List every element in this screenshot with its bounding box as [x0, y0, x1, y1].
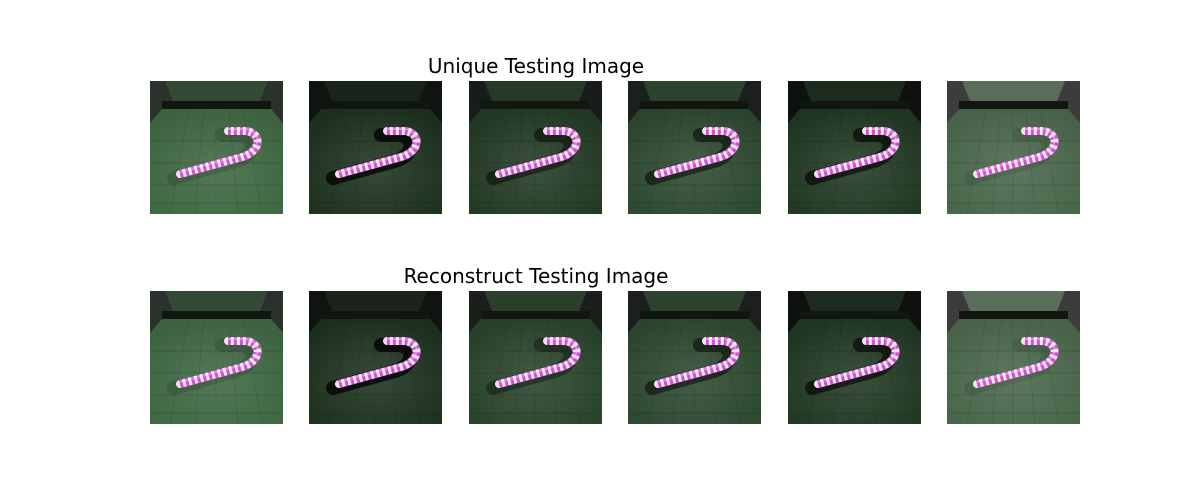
candy-cane-scene: [628, 81, 761, 214]
candy-cane-scene: [150, 291, 283, 424]
reconstruct-image-5: [788, 291, 921, 424]
candy-cane-scene: [309, 81, 442, 214]
unique-image-5: [788, 81, 921, 214]
reconstruct-image-1: [150, 291, 283, 424]
unique-image-3: [469, 81, 602, 214]
candy-cane-scene: [947, 291, 1080, 424]
reconstruct-image-6: [947, 291, 1080, 424]
candy-cane-scene: [309, 291, 442, 424]
row-title-reconstruct: Reconstruct Testing Image: [403, 264, 669, 288]
candy-cane-scene: [150, 81, 283, 214]
reconstruct-image-3: [469, 291, 602, 424]
reconstruct-image-4: [628, 291, 761, 424]
unique-image-2: [309, 81, 442, 214]
candy-cane-scene: [469, 81, 602, 214]
unique-image-6: [947, 81, 1080, 214]
reconstruct-image-2: [309, 291, 442, 424]
row-title-unique: Unique Testing Image: [427, 54, 645, 78]
candy-cane-scene: [628, 291, 761, 424]
candy-cane-scene: [469, 291, 602, 424]
candy-cane-scene: [788, 291, 921, 424]
unique-image-1: [150, 81, 283, 214]
unique-image-4: [628, 81, 761, 214]
candy-cane-scene: [947, 81, 1080, 214]
candy-cane-scene: [788, 81, 921, 214]
